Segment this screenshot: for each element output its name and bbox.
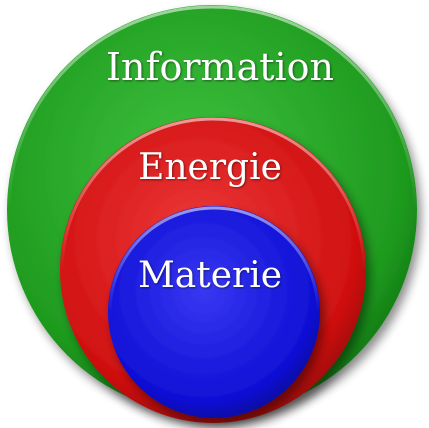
middle-circle-label: Energie [138,147,282,188]
outer-circle-label: Information [105,45,335,89]
inner-circle-label: Materie [137,255,283,296]
inner-circle [108,206,320,418]
